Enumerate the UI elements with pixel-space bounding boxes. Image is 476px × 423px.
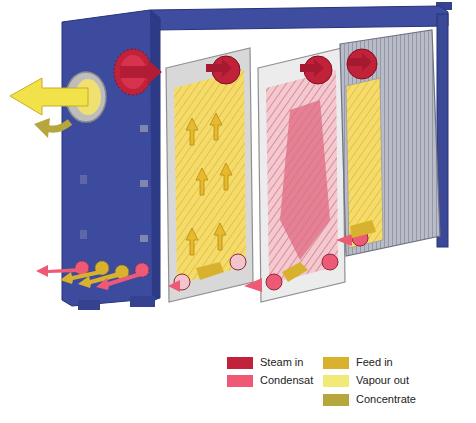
legend-swatch (227, 375, 253, 387)
legend-label: Steam in (260, 356, 303, 369)
legend-label: Feed in (356, 356, 393, 369)
legend-item: Condensat (227, 374, 313, 387)
legend-swatch (323, 394, 349, 406)
steam-plate (244, 48, 345, 302)
legend-item: Concentrate (323, 393, 416, 406)
steam-inlet (114, 49, 162, 95)
feed-plate (166, 48, 253, 302)
legend-label: Condensat (260, 374, 313, 387)
legend-swatch (227, 357, 253, 369)
plate-pack (336, 30, 440, 256)
bottom-ports (36, 261, 149, 290)
legend-item: Vapour out (323, 374, 409, 387)
legend-item: Steam in (227, 356, 303, 369)
legend-label: Concentrate (356, 393, 416, 406)
legend-item: Feed in (323, 356, 393, 369)
vapour-outlet (10, 72, 106, 138)
legend-swatch (323, 375, 349, 387)
legend-swatch (323, 357, 349, 369)
legend-label: Vapour out (356, 374, 409, 387)
frame (62, 2, 452, 310)
